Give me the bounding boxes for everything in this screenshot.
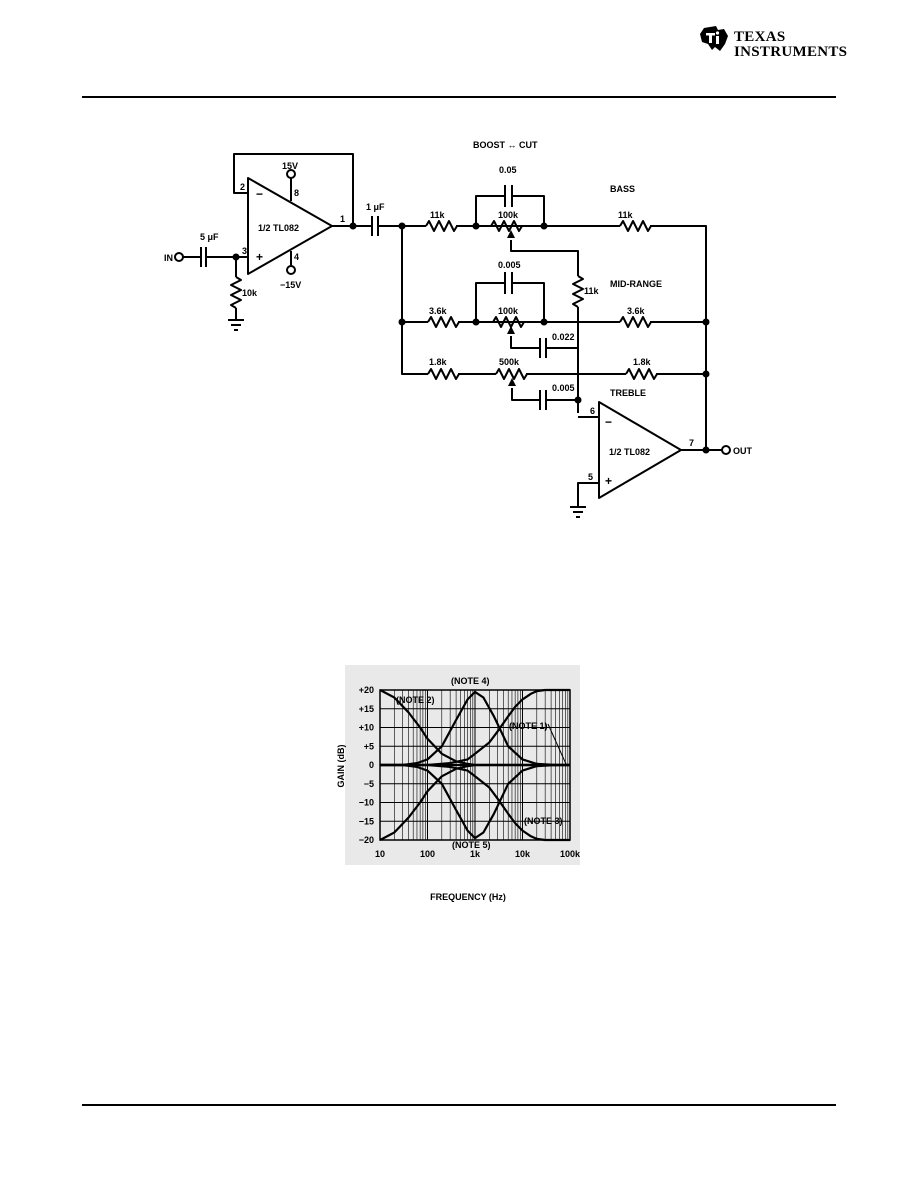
pin-6-label: 6 — [590, 406, 595, 416]
output-label: OUT — [733, 446, 753, 456]
x-tick-label: 1k — [470, 849, 481, 859]
y-tick-label: −5 — [364, 779, 374, 789]
treble-label: TREBLE — [610, 388, 646, 398]
y-tick-label: +10 — [359, 723, 374, 733]
treble-r-right-label: 1.8k — [633, 357, 652, 367]
frequency-response-chart: 10 100 1k 10k 100k +20 +15 +10 +5 0 −5 −10 −15 −20 FR… — [336, 665, 581, 902]
note-4-label: (NOTE 4) — [451, 676, 490, 686]
logo-text-texas: TEXAS — [734, 29, 786, 45]
y-tick-label: −10 — [359, 798, 374, 808]
resistor-mid-left — [427, 316, 460, 328]
mid-pot-label: 100k — [498, 306, 519, 316]
resistor-mid-right — [619, 316, 652, 328]
bass-pot-label: 100k — [498, 210, 519, 220]
pin-3-label: 3 — [242, 246, 247, 256]
pot-treble — [495, 368, 528, 380]
pin-2-label: 2 — [240, 182, 245, 192]
series-line-5 — [380, 688, 570, 767]
opamp-1-minus: − — [256, 187, 263, 201]
note-5-label: (NOTE 5) — [452, 840, 491, 850]
bass-cap-label: 0.05 — [499, 165, 517, 175]
boost-cut-label: BOOST ↔ CUT — [473, 140, 538, 150]
y-tick-label: +5 — [364, 741, 374, 751]
opamp-1-label: 1/2 TL082 — [258, 223, 299, 233]
x-tick-label: 10k — [515, 849, 531, 859]
mid-r-right-label: 3.6k — [627, 306, 646, 316]
bass-r-right-label: 11k — [618, 210, 634, 220]
opamp-1-plus: + — [256, 250, 263, 264]
opamp-2-label: 1/2 TL082 — [609, 447, 650, 457]
y-tick-label: +20 — [359, 685, 374, 695]
pin-4-label: 4 — [294, 252, 299, 262]
tone-control-schematic: IN OUT 1/2 TL082 15V −15V 1 2 3 8 4 − + … — [164, 140, 753, 518]
input-label: IN — [164, 253, 173, 263]
treble-pot-label: 500k — [499, 357, 520, 367]
pin-7-label: 7 — [689, 438, 694, 448]
treble-cap-label: 0.005 — [552, 383, 575, 393]
y-tick-label: 0 — [369, 760, 374, 770]
r-in-label: 10k — [242, 288, 258, 298]
y-tick-label: +15 — [359, 704, 374, 714]
note-2-label: (NOTE 2) — [396, 695, 435, 705]
resistor-treble-right — [625, 368, 658, 380]
mid-r-left-label: 3.6k — [429, 306, 448, 316]
series-line-6 — [380, 763, 570, 842]
note-3-label: (NOTE 3) — [524, 816, 563, 826]
resistor-bass-left — [425, 220, 458, 232]
header-rule — [82, 96, 836, 98]
series-line-4 — [380, 763, 570, 840]
logo-text-instruments: INSTRUMENTS — [734, 44, 848, 60]
pin-5-label: 5 — [588, 472, 593, 482]
series-line-3 — [380, 690, 570, 767]
supply-positive-label: 15V — [282, 161, 298, 171]
resistor-treble-left — [427, 368, 460, 380]
chart-series — [379, 688, 570, 842]
footer-rule — [82, 1104, 836, 1106]
bass-label: BASS — [610, 184, 635, 194]
pot-mid — [492, 316, 525, 328]
x-tick-label: 100k — [560, 849, 581, 859]
chart-tick-labels: 10 100 1k 10k 100k +20 +15 +10 +5 0 −5 −10 −15 −20 — [359, 685, 581, 859]
y-tick-label: −20 — [359, 835, 374, 845]
opamp-2-plus: + — [605, 474, 612, 488]
x-axis-label: FREQUENCY (Hz) — [430, 892, 506, 902]
mid-cap2-label: 0.022 — [552, 332, 575, 342]
c-in-label: 5 μF — [200, 232, 219, 242]
opamp-2-symbol — [598, 401, 682, 499]
ti-logo: TEXAS INSTRUMENTS — [698, 24, 847, 64]
y-axis-label: GAIN (dB) — [336, 745, 346, 788]
x-tick-label: 100 — [420, 849, 435, 859]
x-tick-label: 10 — [375, 849, 385, 859]
pin-1-label: 1 — [340, 214, 345, 224]
resistor-10k — [230, 276, 242, 309]
note-1-leader — [547, 723, 567, 765]
supply-negative-label: −15V — [280, 280, 301, 290]
opamp-1-symbol — [247, 177, 333, 275]
opamp-2-minus: − — [605, 415, 612, 429]
bass-r-left-label: 11k — [430, 210, 446, 220]
resistor-11k-vertical — [572, 275, 584, 308]
r-vertical-label: 11k — [584, 286, 600, 296]
treble-r-left-label: 1.8k — [429, 357, 448, 367]
texas-instruments-logo-icon — [700, 26, 728, 51]
mid-range-label: MID-RANGE — [610, 279, 662, 289]
note-1-label: (NOTE 1) — [509, 721, 548, 731]
mid-cap-label: 0.005 — [498, 260, 521, 270]
pot-bass — [490, 220, 523, 232]
resistor-bass-right — [619, 220, 652, 232]
pin-8-label: 8 — [294, 188, 299, 198]
y-tick-label: −15 — [359, 816, 374, 826]
c-couple-label: 1 μF — [366, 202, 385, 212]
